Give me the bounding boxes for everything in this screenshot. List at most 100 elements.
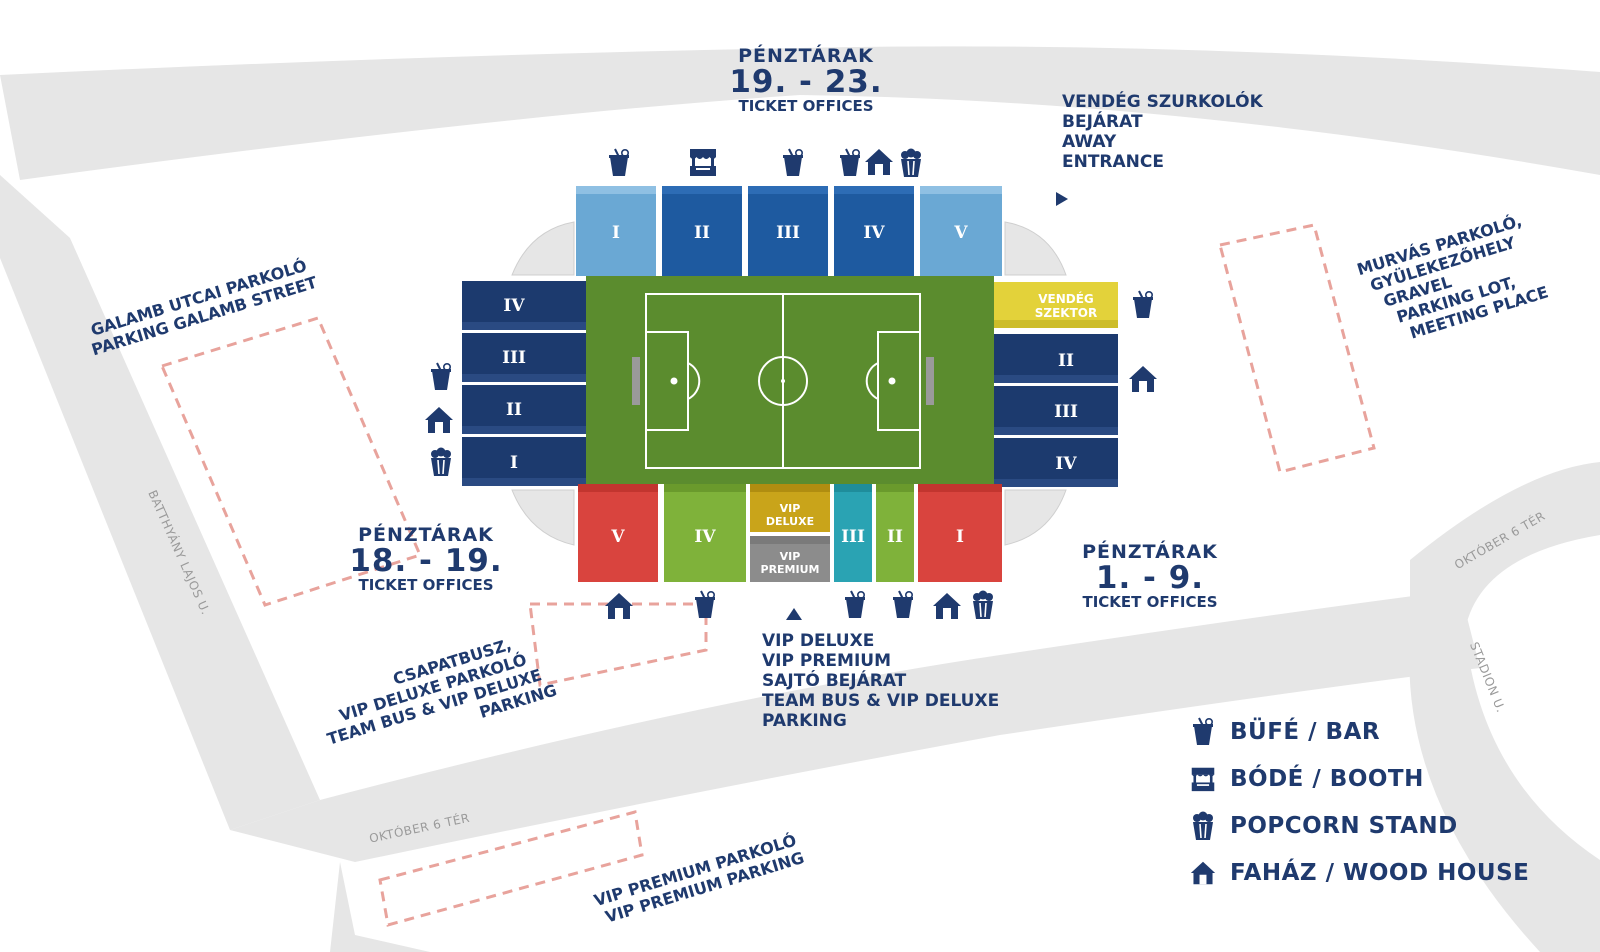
north-stand: I II III IV V — [576, 186, 1002, 276]
sector-south-5[interactable]: V — [578, 484, 658, 582]
popcorn-icon — [900, 148, 922, 178]
legend-item: BÜFÉ / BAR — [1190, 708, 1529, 755]
corner-ne — [1004, 221, 1067, 276]
ticket-offices-left-title: PÉNZTÁRAK — [358, 524, 494, 546]
house-icon — [865, 149, 893, 175]
away-entrance-label: VENDÉG SZURKOLÓK BEJÁRAT AWAY ENTRANCE — [1062, 92, 1263, 172]
vip-premium-label: VIP — [780, 550, 801, 563]
svg-text:IV: IV — [1055, 454, 1077, 474]
vip-entrance-line: VIP PREMIUM — [762, 651, 891, 672]
west-stand: IV III II I — [462, 281, 586, 486]
sector-east-2[interactable]: II — [994, 334, 1118, 383]
drink-icon — [694, 590, 716, 619]
vip-entrance-line: SAJTÓ BEJÁRAT — [762, 671, 907, 692]
house-icon — [933, 593, 961, 619]
parking-outlines — [159, 223, 1376, 927]
svg-text:II: II — [694, 223, 710, 243]
sector-south-3[interactable]: III — [834, 484, 872, 582]
corner-stands — [511, 221, 1067, 546]
svg-text:V: V — [610, 527, 625, 547]
svg-text:II: II — [506, 400, 522, 420]
pitch — [586, 276, 994, 484]
vip-entrance-arrow-icon — [786, 608, 802, 620]
svg-text:IV: IV — [503, 296, 525, 316]
house-icon — [605, 593, 633, 619]
svg-text:IV: IV — [863, 223, 885, 243]
parking-teambus-outline — [528, 602, 708, 687]
ticket-offices-left: PÉNZTÁRAK 18. - 19. TICKET OFFICES — [346, 524, 506, 595]
sector-south-1[interactable]: I — [918, 484, 1002, 582]
popcorn-icon — [1190, 811, 1216, 841]
sector-vip-deluxe[interactable] — [750, 484, 830, 532]
away-entrance-line: VENDÉG SZURKOLÓK — [1062, 92, 1263, 112]
sector-west-3[interactable]: III — [462, 333, 586, 382]
vip-entrance-line: VIP DELUXE — [762, 631, 875, 651]
house-icon — [1129, 366, 1157, 392]
drink-icon — [1132, 290, 1154, 319]
drink-icon — [1190, 717, 1216, 747]
parking-vip-premium-outline — [378, 810, 644, 927]
svg-text:IV: IV — [694, 527, 716, 547]
vip-entrance-label: VIP DELUXE VIP PREMIUM SAJTÓ BEJÁRAT TEA… — [762, 631, 999, 731]
road-north — [0, 46, 1600, 181]
away-entrance-line: ENTRANCE — [1062, 152, 1164, 173]
vip-entrance-line: TEAM BUS & VIP DELUXE — [762, 691, 1000, 712]
ticket-offices-left-range: 18. - 19. — [349, 543, 503, 580]
road-oktober-south — [330, 862, 430, 952]
drink-icon — [839, 148, 861, 177]
legend-item: BÓDÉ / BOOTH — [1190, 755, 1529, 802]
sector-west-1[interactable]: I — [462, 437, 586, 486]
svg-text:II: II — [1058, 351, 1074, 371]
corner-sw — [511, 489, 575, 546]
ticket-offices-top-range: 19. - 23. — [729, 64, 883, 101]
sector-north-1[interactable]: I — [576, 186, 656, 276]
road-west-diagonal — [0, 175, 70, 262]
ticket-offices-right-sub: TICKET OFFICES — [1082, 593, 1218, 612]
south-stand: V IV III II I — [578, 484, 1002, 582]
svg-text:I: I — [612, 223, 620, 243]
road-east-curve — [1409, 462, 1600, 952]
ticket-offices-right-range: 1. - 9. — [1095, 560, 1205, 597]
sector-north-5[interactable]: V — [920, 186, 1002, 276]
parking-galamb-outline — [159, 316, 423, 607]
away-entrance-line: AWAY — [1062, 132, 1117, 153]
sector-south-4[interactable]: IV — [664, 484, 746, 582]
svg-text:I: I — [510, 453, 518, 473]
ticket-offices-top-sub: TICKET OFFICES — [738, 97, 874, 116]
sector-west-2[interactable]: II — [462, 385, 586, 434]
corner-nw — [511, 221, 575, 276]
sector-north-2[interactable]: II — [662, 186, 742, 276]
road-batthyany — [0, 238, 320, 830]
legend-label: POPCORN STAND — [1230, 812, 1458, 839]
svg-text:III: III — [776, 223, 800, 243]
sector-north-3[interactable]: III — [748, 186, 828, 276]
sector-west-4[interactable]: IV — [462, 281, 586, 330]
drink-icon — [430, 362, 452, 391]
away-entrance-line: BEJÁRAT — [1062, 112, 1143, 133]
sector-east-3[interactable]: III — [994, 386, 1118, 435]
svg-text:III: III — [1054, 402, 1078, 422]
sector-south-2[interactable]: II — [876, 484, 914, 582]
popcorn-icon — [972, 590, 994, 620]
legend-item: POPCORN STAND — [1190, 802, 1529, 849]
booth-icon — [690, 149, 716, 176]
sector-east-4[interactable]: IV — [994, 438, 1118, 487]
legend-label: BÓDÉ / BOOTH — [1230, 765, 1424, 792]
sector-vip-premium[interactable] — [750, 536, 830, 582]
svg-text:III: III — [502, 348, 526, 368]
sector-north-4[interactable]: IV — [834, 186, 914, 276]
drink-icon — [782, 148, 804, 177]
vip-deluxe-label: VIP — [780, 502, 801, 515]
house-icon — [425, 407, 453, 433]
ticket-offices-top: PÉNZTÁRAK 19. - 23. TICKET OFFICES — [726, 45, 886, 116]
drink-icon — [892, 590, 914, 619]
legend-item: FAHÁZ / WOOD HOUSE — [1190, 849, 1529, 896]
booth-icon — [1190, 764, 1216, 794]
legend-label: FAHÁZ / WOOD HOUSE — [1230, 859, 1530, 886]
vip-entrance-line: PARKING — [762, 711, 847, 732]
